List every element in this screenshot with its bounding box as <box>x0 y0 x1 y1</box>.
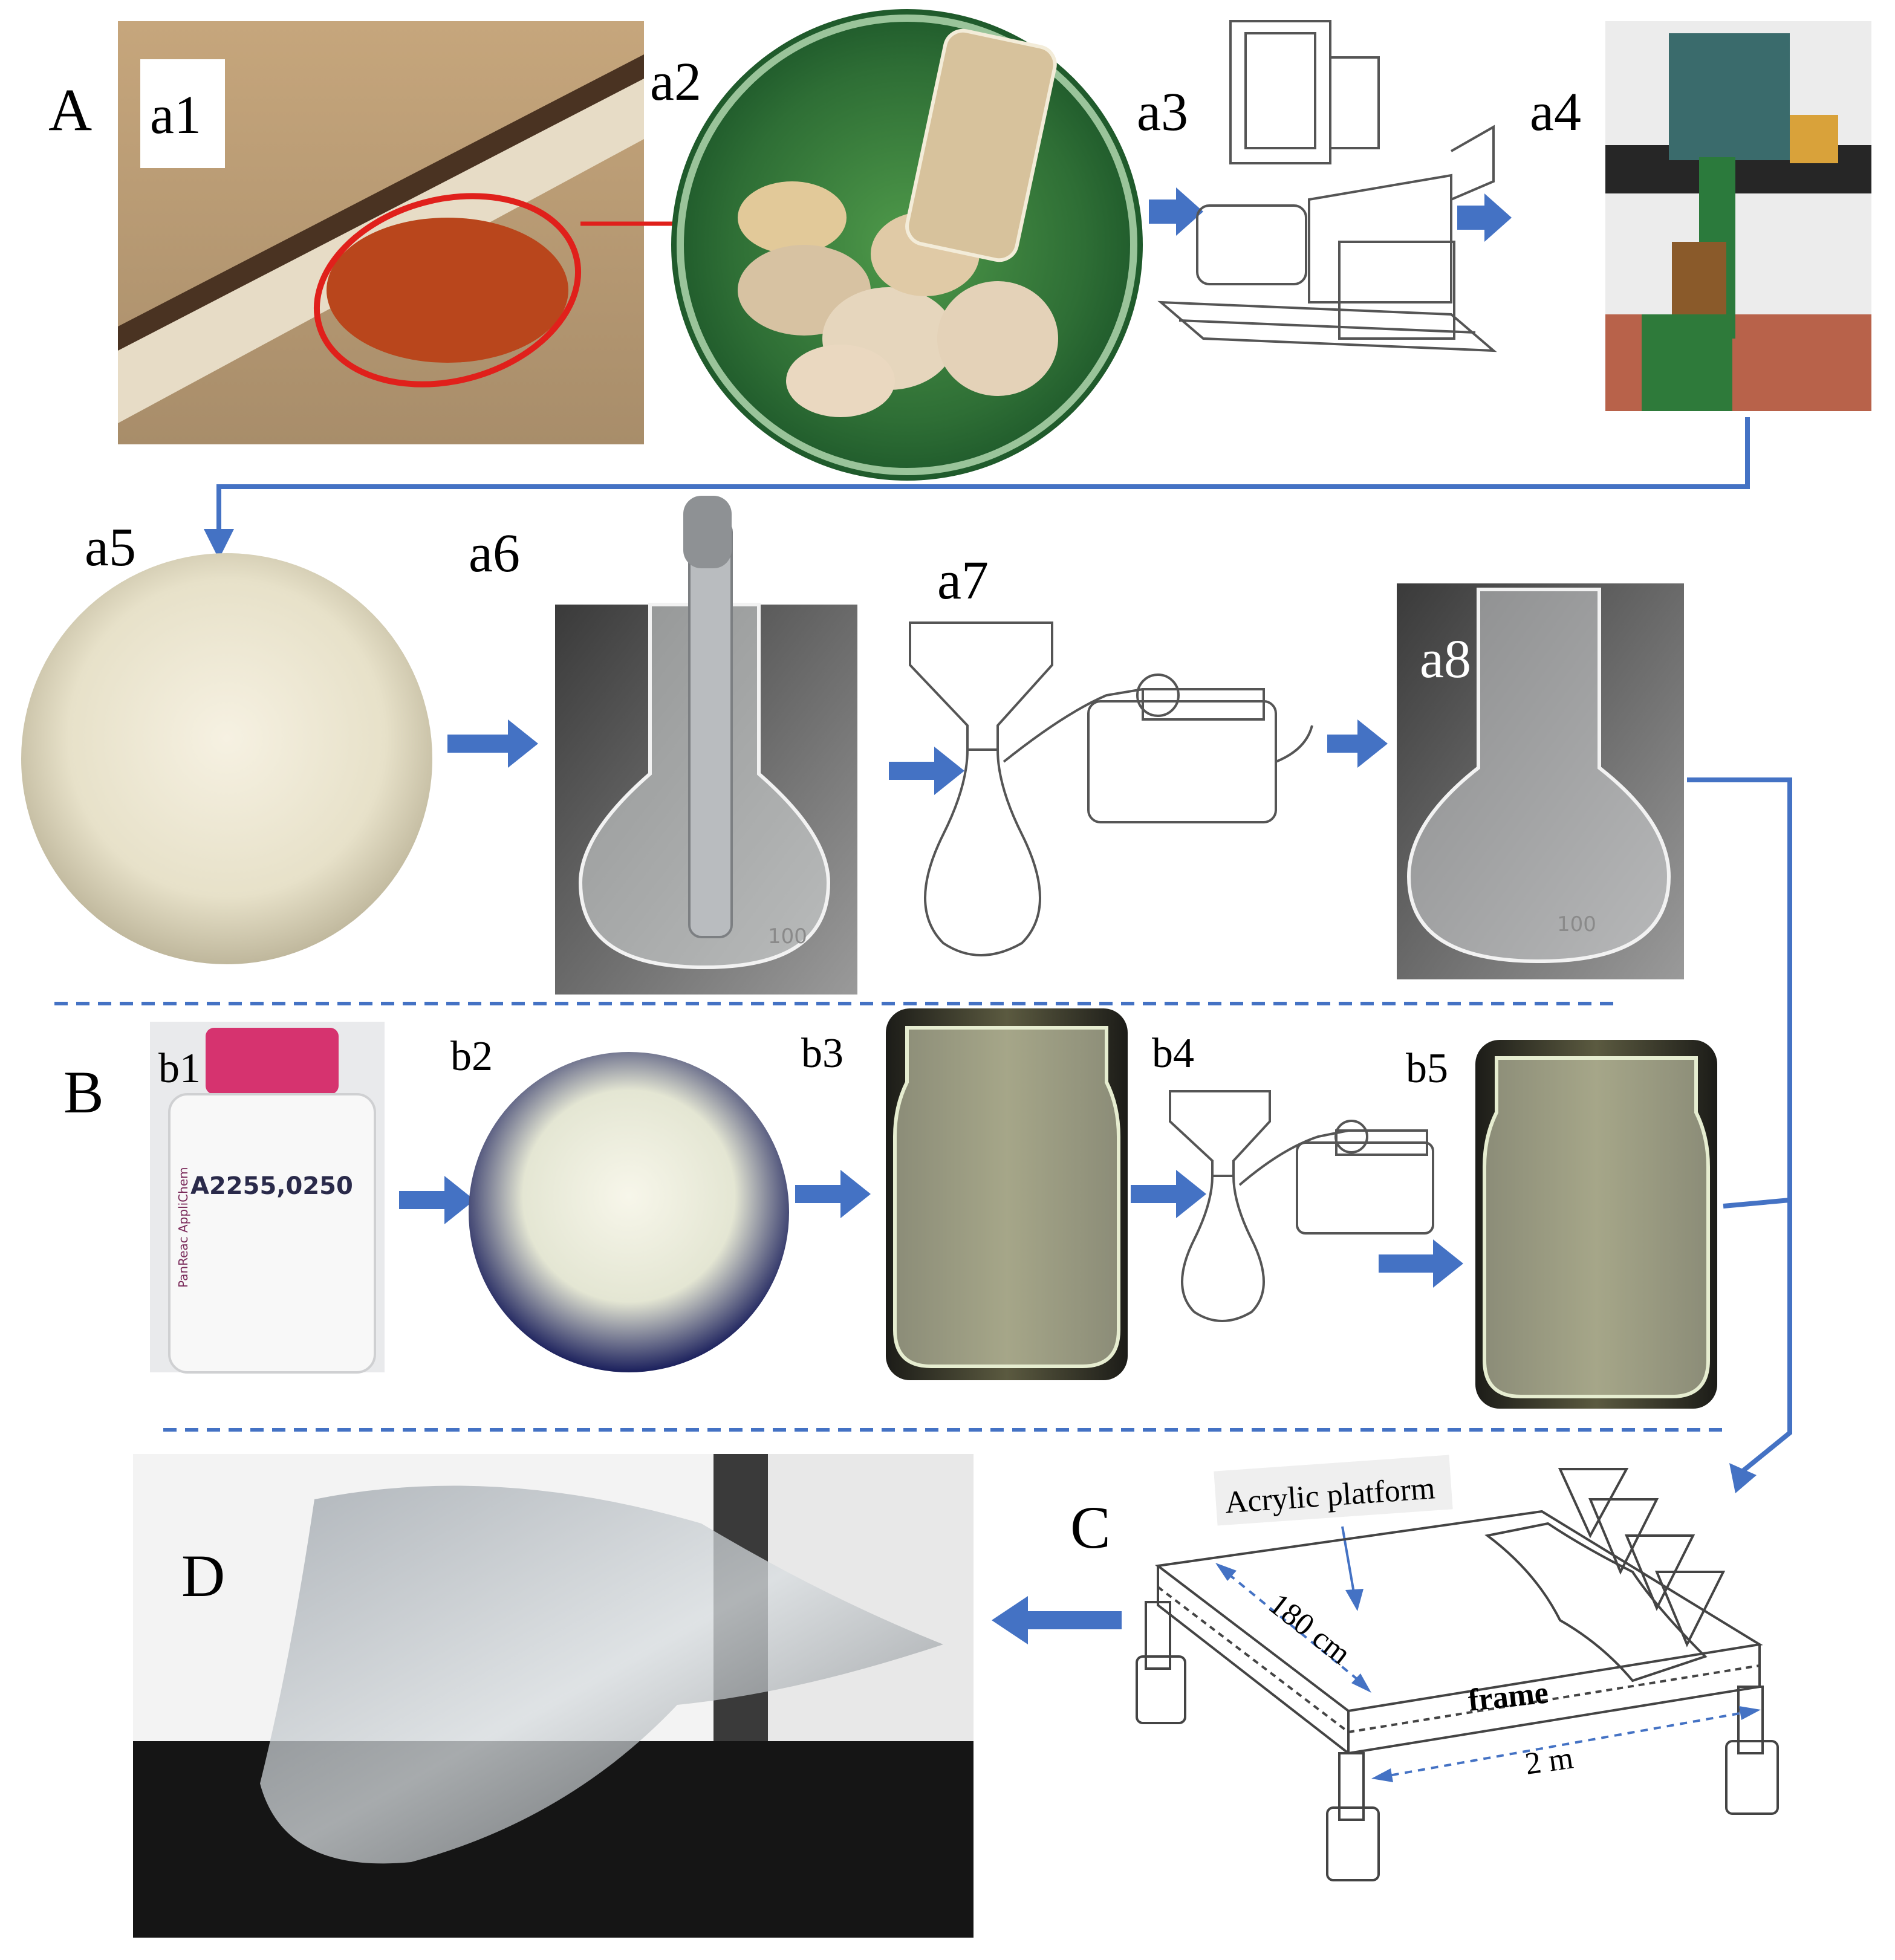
arrow-a3-to-a4 <box>1457 193 1512 242</box>
photo-a2-resin-tray <box>671 9 1143 481</box>
flask-marking-a8: 100 <box>1557 912 1596 936</box>
step-label-b3: b3 <box>801 1030 843 1077</box>
section-label-b: B <box>63 1059 104 1126</box>
step-label-b1: b1 <box>158 1045 201 1092</box>
step-label-a8: a8 <box>1420 629 1471 689</box>
step-label-a7: a7 <box>937 551 989 611</box>
arrow-a5-to-a6 <box>447 719 538 768</box>
arrow-a2-to-a3 <box>1149 187 1203 236</box>
photo-a5-resin-powder <box>21 553 432 964</box>
step-label-a2: a2 <box>650 52 701 112</box>
bottle-code: A2255,0250 <box>190 1172 353 1200</box>
drawing-b4-vacuum-filtration <box>1169 1090 1434 1322</box>
step-label-a5: a5 <box>85 518 136 577</box>
step-label-b2: b2 <box>450 1033 493 1080</box>
photo-a1-tree-resin <box>118 21 644 444</box>
step-label-a1: a1 <box>150 85 201 145</box>
step-label-a6: a6 <box>469 524 520 583</box>
photo-b3-pva-solution-jar <box>886 1008 1128 1380</box>
arrow-b2-to-b3 <box>795 1170 871 1218</box>
photo-b2-pva-granules <box>469 1052 789 1372</box>
section-label-c: C <box>1070 1494 1111 1561</box>
flask-marking-a6: 100 <box>768 924 807 949</box>
frame-label: frame <box>1466 1675 1550 1718</box>
dimension-180cm <box>1217 1565 1368 1688</box>
arrow-b1-to-b2 <box>399 1176 475 1224</box>
drawing-a7-vacuum-filtration <box>909 621 1313 956</box>
dimension-2m <box>1378 1710 1754 1779</box>
step-label-a3: a3 <box>1137 82 1188 142</box>
drawing-c-casting-table <box>1136 1468 1779 1881</box>
photo-b1-pva-bottle: A2255,0250 PanReac AppliChem <box>150 1022 385 1374</box>
photo-a8-filtered-solution-flask: 100 <box>1397 583 1684 979</box>
resin-highlight-ellipse <box>313 193 582 388</box>
acrylic-platform-pointer <box>1341 1526 1356 1597</box>
connector-a4-to-a5 <box>216 417 1750 532</box>
photo-a4-sieve-shaker <box>1605 21 1871 411</box>
step-label-b4: b4 <box>1152 1030 1194 1077</box>
section-label-d: D <box>181 1542 225 1609</box>
drawing-a3-grinder-mill <box>1157 20 1497 352</box>
acrylic-platform-label-box <box>1214 1455 1453 1526</box>
bottle-brand: PanReac AppliChem <box>176 1167 190 1288</box>
arrow-c-to-d <box>992 1596 1122 1644</box>
connector-b5-to-c <box>1723 1198 1790 1209</box>
width-label: 180 cm <box>1263 1587 1357 1672</box>
arrow-into-a7 <box>889 747 964 795</box>
photo-b5-filtered-pva-jar <box>1475 1040 1717 1409</box>
step-label-a4: a4 <box>1530 82 1581 142</box>
connector-a8-to-c <box>1687 777 1792 1475</box>
arrow-b4-to-b5 <box>1379 1239 1463 1288</box>
arrow-a7-to-a8 <box>1327 719 1388 768</box>
step-label-b5: b5 <box>1406 1045 1448 1092</box>
photo-a6-flask-with-blender: 100 <box>555 496 857 995</box>
section-label-a: A <box>48 76 92 143</box>
photo-d-bioplastic-film <box>133 1454 974 1938</box>
arrow-b3-to-b4 <box>1131 1170 1206 1218</box>
length-label: 2 m <box>1523 1741 1576 1782</box>
